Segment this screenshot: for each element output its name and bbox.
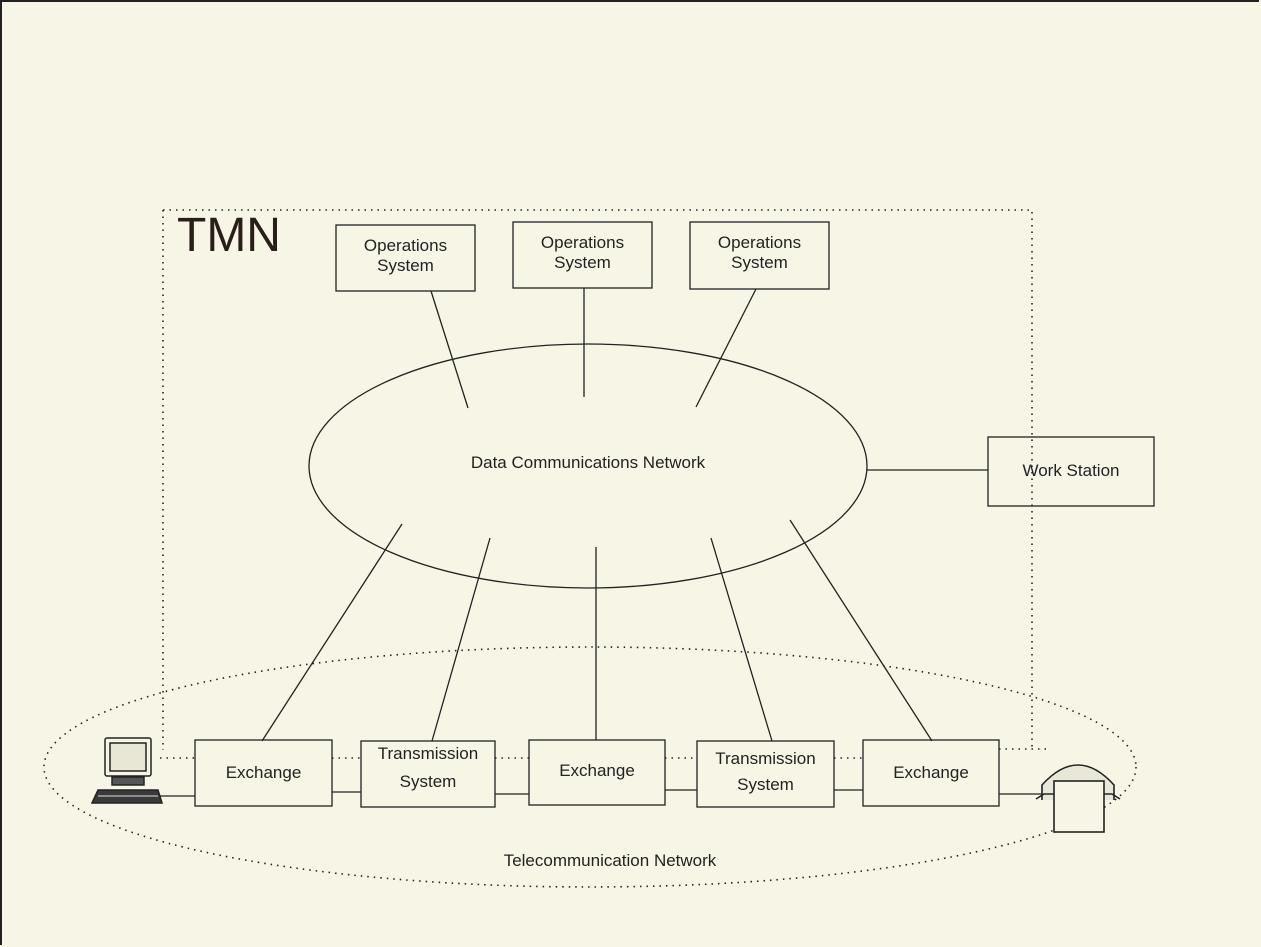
ops-system-label-2: Operations System: [540, 233, 625, 272]
dcn-ellipse: [308, 343, 868, 589]
ne-box-3: [528, 739, 666, 806]
telecom-network-boundary: [43, 646, 1137, 888]
ops-system-box-2: [512, 221, 653, 289]
link-os3-dcn: [695, 288, 757, 408]
telephone-icon: [1035, 764, 1121, 833]
link-dcn-ne4: [710, 537, 773, 742]
ne-box-5: [862, 739, 1000, 807]
ne-label-5: Exchange: [893, 763, 969, 782]
dotted-row-links: [160, 748, 1050, 759]
ne-label-3: Exchange: [559, 761, 635, 780]
ne-box-4: [696, 740, 835, 808]
ne-label-1: Exchange: [225, 763, 302, 782]
ops-system-label-1: Operations System: [363, 236, 448, 275]
tmn-boundary: [162, 209, 1033, 750]
dcn-label: Data Communications Network: [470, 453, 706, 472]
ne-label-2: Transmission System: [377, 744, 479, 791]
telecom-network-label: Telecommunication Network: [503, 851, 717, 870]
link-dcn-ne5: [789, 519, 933, 742]
ops-system-box-1: [335, 224, 476, 292]
link-dcn-ne1: [261, 523, 403, 742]
ops-system-label-3: Operations System: [717, 233, 802, 272]
ne-label-4: Transmission System: [715, 749, 816, 794]
ne-box-2: [360, 740, 496, 808]
workstation-box: [987, 436, 1155, 507]
workstation-label: Work Station: [1022, 461, 1120, 480]
tmn-title: TMN: [177, 209, 281, 262]
ne-box-1: [194, 739, 333, 807]
computer-terminal-icon: [90, 737, 164, 804]
link-dcn-ne2: [431, 537, 491, 742]
link-os1-dcn: [430, 290, 469, 409]
solid-row-links: [160, 789, 1054, 797]
ops-system-box-3: [689, 221, 830, 290]
